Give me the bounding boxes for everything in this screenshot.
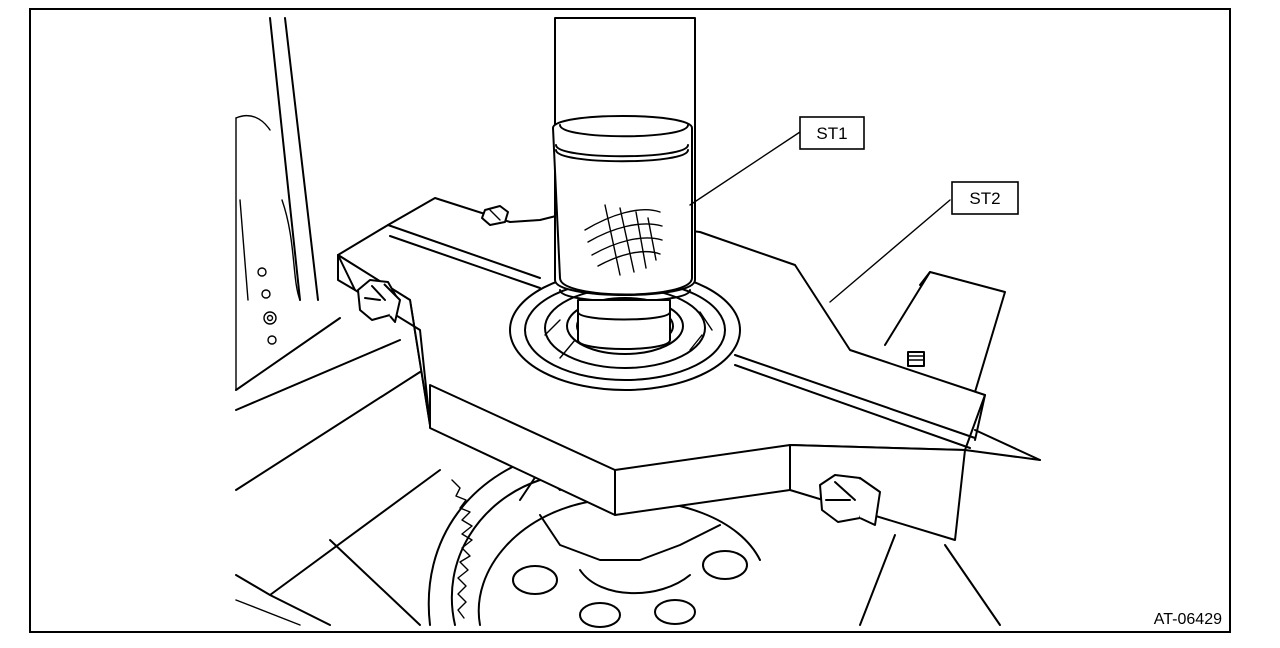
bolt-right — [819, 474, 881, 526]
callout-st2: ST2 — [951, 181, 1019, 215]
st1-cylinder — [552, 17, 696, 350]
callout-st1-label: ST1 — [816, 124, 847, 143]
st1-leader-line — [689, 131, 801, 206]
callout-st1: ST1 — [799, 116, 865, 150]
figure-frame — [29, 8, 1231, 633]
bolt-top — [481, 205, 509, 226]
st2-leader-line — [829, 199, 951, 303]
left-housing — [235, 17, 441, 626]
right-frame — [859, 271, 1041, 626]
bolt-left — [357, 279, 401, 323]
figure-id: AT-06429 — [1154, 611, 1222, 628]
callout-st2-label: ST2 — [969, 189, 1000, 208]
